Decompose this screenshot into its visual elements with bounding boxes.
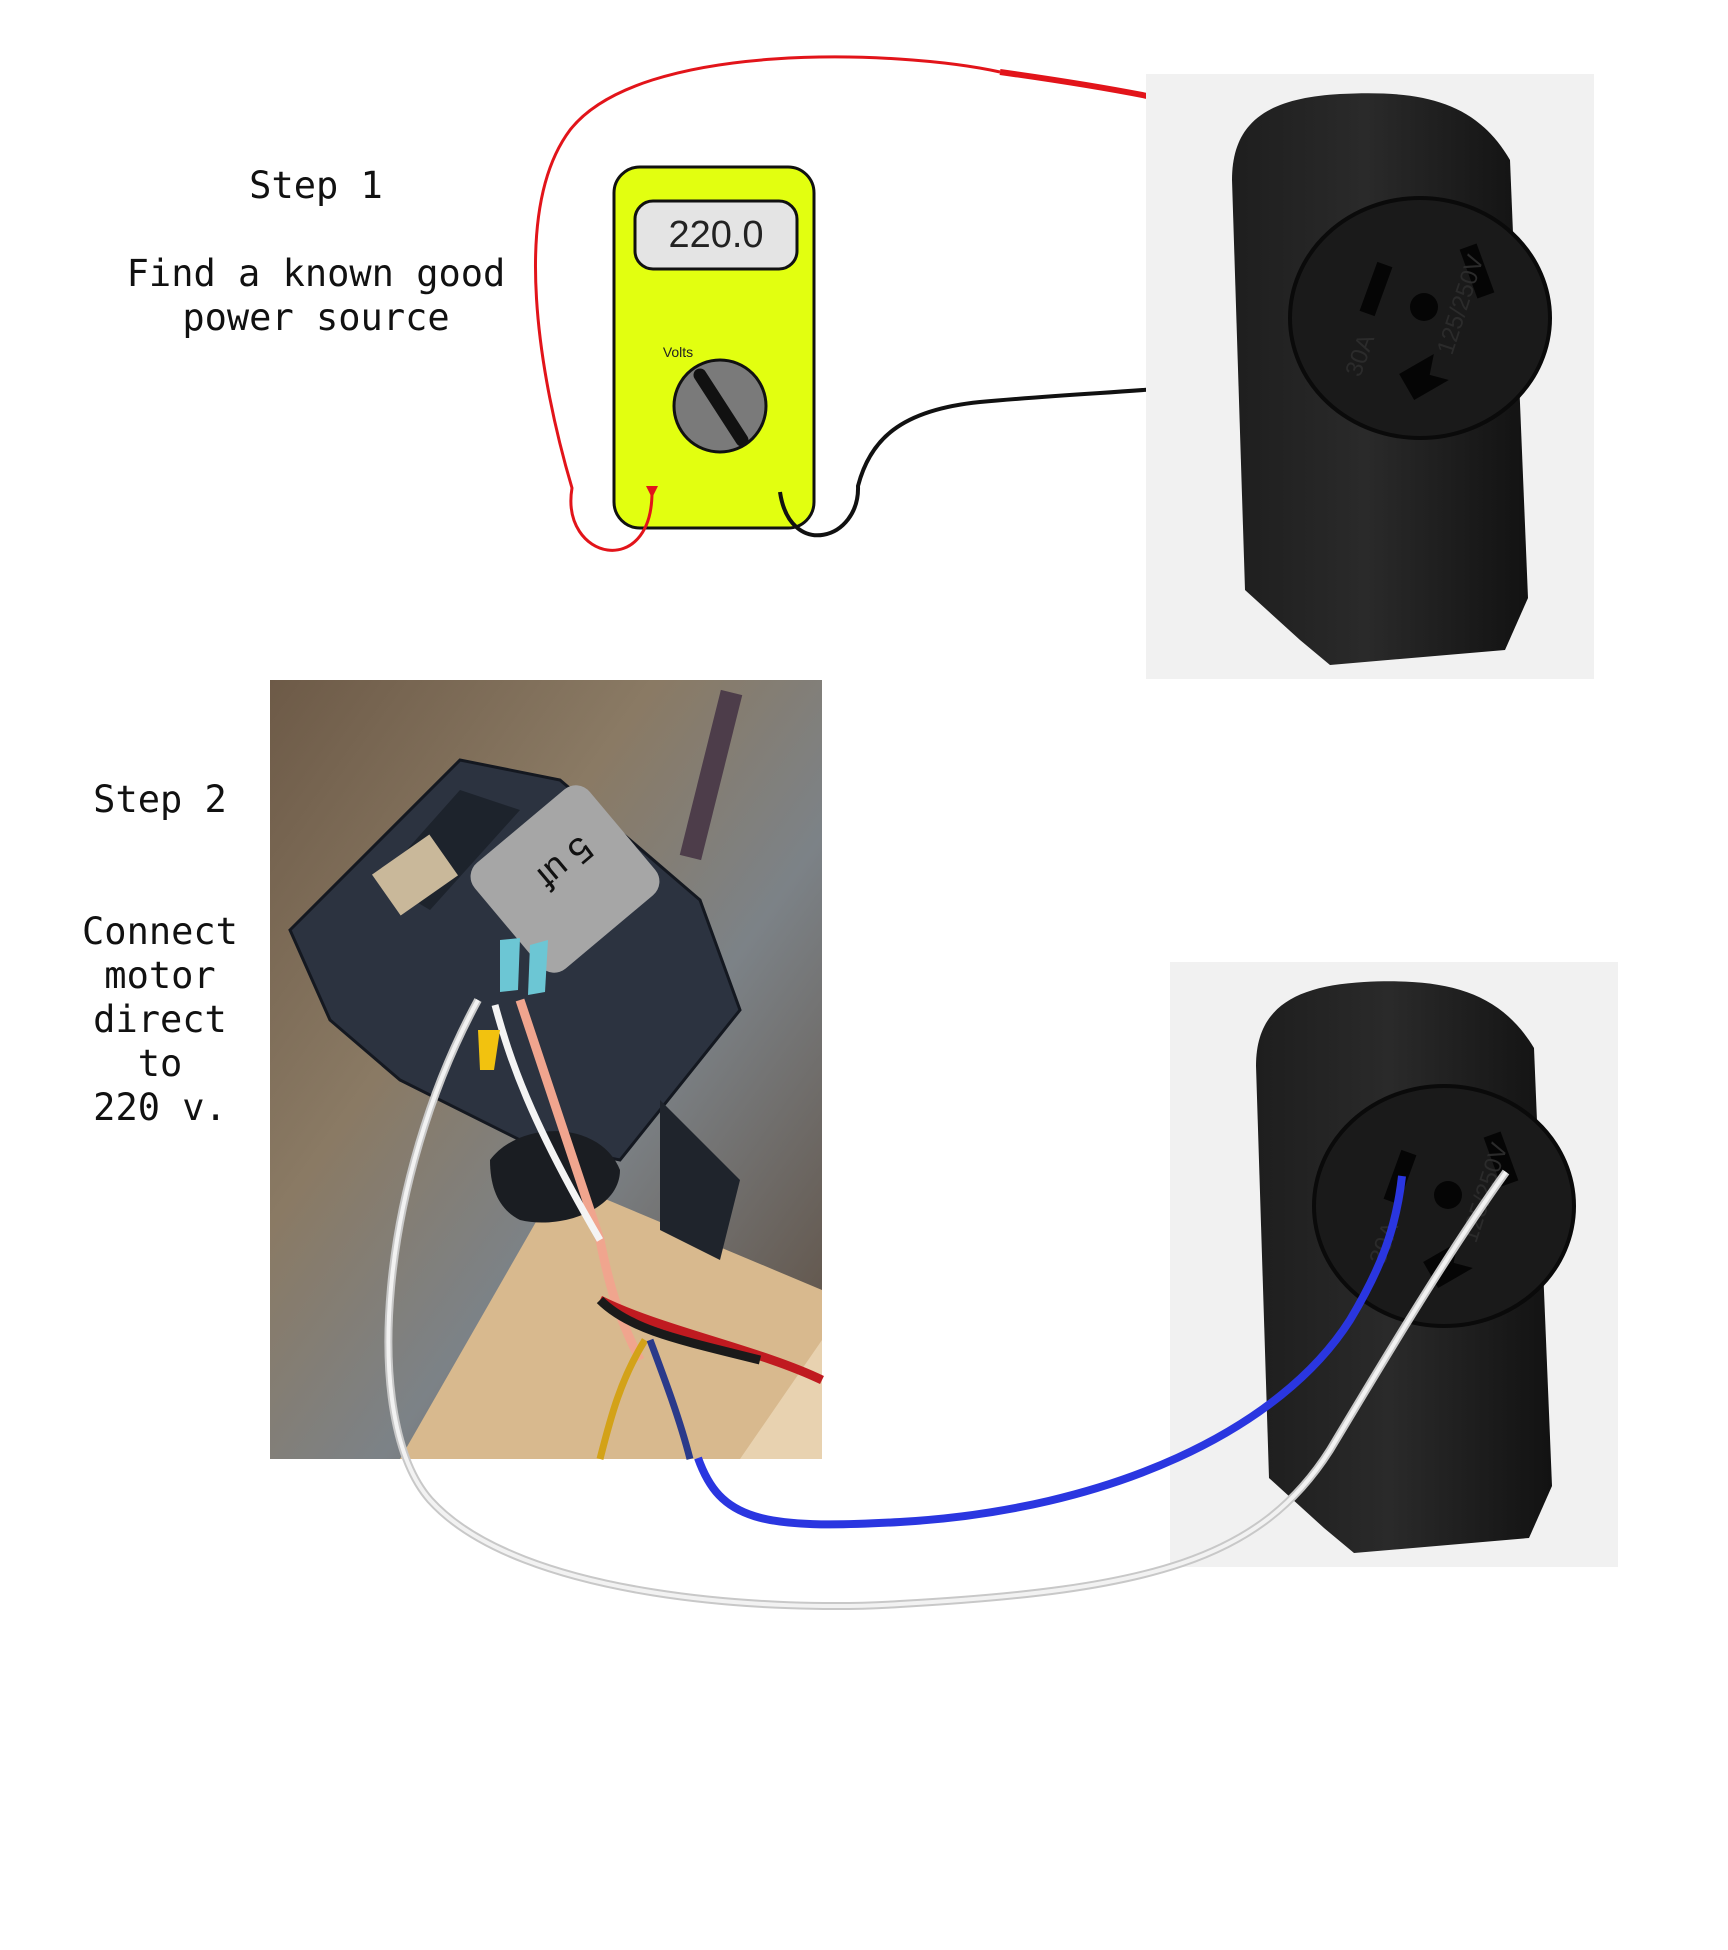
motor-blue-wire bbox=[694, 1175, 1406, 1529]
motor-shaft bbox=[679, 689, 743, 861]
step2-title: Step 2 bbox=[93, 778, 227, 821]
step2-line-direct: direct bbox=[93, 998, 227, 1041]
motor-white-wire bbox=[384, 998, 1510, 1611]
motor-wire-black bbox=[596, 1296, 762, 1365]
capacitor: 5 uf bbox=[470, 785, 660, 973]
capacitor-terminal-right bbox=[528, 940, 548, 995]
motor-wire-red bbox=[597, 1295, 824, 1385]
step1-line1: Find a known good bbox=[127, 252, 506, 295]
outlet-bottom-center-screw bbox=[1434, 1181, 1462, 1209]
meter-dial-knob[interactable] bbox=[672, 358, 768, 454]
yellow-crimp bbox=[478, 1030, 500, 1070]
outlet-top-ground-slot bbox=[1399, 354, 1449, 400]
motor-wire-navy bbox=[646, 1338, 694, 1460]
motor-photo: 5 uf bbox=[270, 680, 824, 1460]
outlet-top-slot-right bbox=[1459, 243, 1495, 299]
meter-reading: 220.0 bbox=[668, 214, 763, 256]
outlet-top: 30A 125/250V bbox=[1146, 74, 1594, 679]
step2-line-to: to bbox=[138, 1042, 183, 1085]
motor-bracket bbox=[660, 1100, 740, 1260]
step2-line-motor: motor bbox=[104, 954, 215, 997]
motor-wire-yellow bbox=[596, 1338, 648, 1460]
outlet-top-slot-left bbox=[1359, 261, 1393, 317]
meter-dial-label: Volts bbox=[663, 344, 693, 360]
step2-text: Step 2 Connect motor direct to 220 v. bbox=[82, 778, 238, 1129]
step2-line-connect: Connect bbox=[82, 910, 238, 953]
outlet-bottom: 30A 125/250V bbox=[1170, 962, 1618, 1567]
meter-display bbox=[633, 199, 799, 271]
motor-wire-white bbox=[491, 1004, 604, 1242]
outlet-top-center-screw bbox=[1410, 293, 1438, 321]
multimeter: 220.0 Volts bbox=[612, 165, 816, 530]
step1-line2: power source bbox=[182, 296, 449, 339]
capacitor-terminal-left bbox=[500, 938, 520, 992]
step2-line-voltage: 220 v. bbox=[93, 1086, 227, 1129]
outlet-bottom-slot-right bbox=[1483, 1131, 1519, 1187]
motor-nameplate bbox=[371, 834, 459, 916]
step1-title: Step 1 bbox=[249, 164, 383, 207]
step1-text: Step 1 Find a known good power source bbox=[127, 164, 506, 339]
